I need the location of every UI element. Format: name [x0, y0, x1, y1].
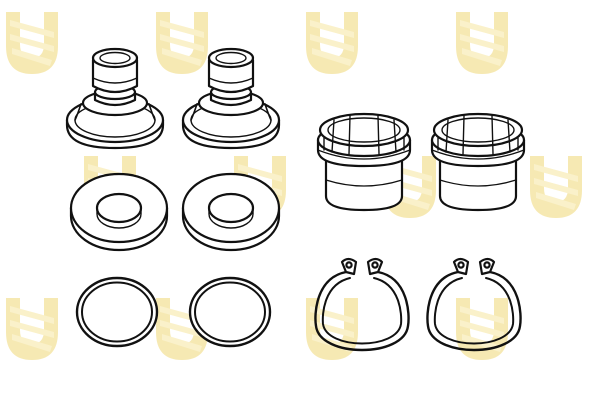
watermark-logo	[530, 156, 582, 218]
bushing-boot	[65, 47, 165, 150]
bushing-boot	[181, 47, 281, 150]
flanged-sleeve	[430, 112, 526, 212]
watermark-logo	[6, 298, 58, 360]
watermark-logo	[456, 12, 508, 74]
watermark-logo	[6, 12, 58, 74]
flat-washer	[69, 172, 169, 252]
watermark-logo	[156, 12, 208, 74]
circlip	[314, 257, 410, 352]
o-ring	[188, 276, 272, 348]
flat-washer	[181, 172, 281, 252]
watermark-logo	[306, 298, 358, 360]
watermark-logo	[306, 12, 358, 74]
o-ring	[75, 276, 159, 348]
circlip	[426, 257, 522, 352]
flanged-sleeve	[316, 112, 412, 212]
